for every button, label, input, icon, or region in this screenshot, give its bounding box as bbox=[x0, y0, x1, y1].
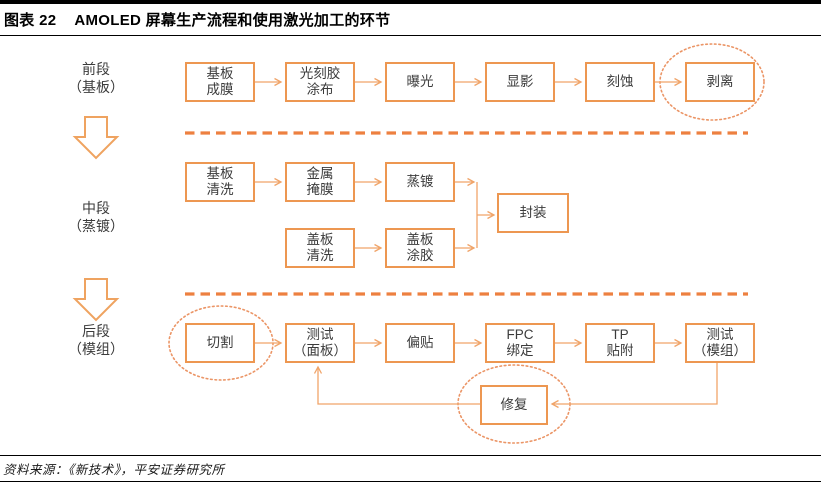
footer-top-rule bbox=[0, 455, 821, 456]
figure-title-text: AMOLED 屏幕生产流程和使用激光加工的环节 bbox=[74, 12, 391, 29]
figure-number-label: 图表 22 bbox=[4, 12, 57, 29]
node-polarizer-attach: 偏贴 bbox=[385, 323, 455, 363]
node-metal-mask: 金属 掩膜 bbox=[285, 162, 355, 202]
node-substrate-film-deposition: 基板 成膜 bbox=[185, 62, 255, 102]
stage-label-back: 后段 （模组） bbox=[68, 323, 124, 357]
repair-feedback-arrows bbox=[313, 363, 718, 409]
node-cover-cleaning: 盖板 清洗 bbox=[285, 228, 355, 268]
node-cover-gluing: 盖板 涂胶 bbox=[385, 228, 455, 268]
footer-bottom-rule bbox=[0, 481, 821, 482]
figure-title: 图表 22 AMOLED 屏幕生产流程和使用激光加工的环节 bbox=[4, 9, 390, 30]
node-fpc-bonding: FPC 绑定 bbox=[485, 323, 555, 363]
node-evaporation: 蒸镀 bbox=[385, 162, 455, 202]
stage-label-front: 前段 （基板） bbox=[68, 61, 124, 95]
middle-row-arrows bbox=[255, 177, 496, 253]
node-etching: 刻蚀 bbox=[585, 62, 655, 102]
node-cutting: 切割 bbox=[185, 323, 255, 363]
node-tp-attach: TP 贴附 bbox=[585, 323, 655, 363]
node-module-test: 测试 （模组） bbox=[685, 323, 755, 363]
node-encapsulation: 封装 bbox=[497, 193, 569, 233]
figure-top-rule bbox=[0, 0, 821, 4]
source-note: 资料来源：《新技术》，平安证券研究所 bbox=[3, 463, 225, 477]
node-photoresist-coating: 光刻胶 涂布 bbox=[285, 62, 355, 102]
node-exposure: 曝光 bbox=[385, 62, 455, 102]
stage-label-middle: 中段 （蒸镀） bbox=[68, 200, 124, 234]
node-panel-test: 测试 （面板） bbox=[285, 323, 355, 363]
node-substrate-cleaning: 基板 清洗 bbox=[185, 162, 255, 202]
node-repair: 修复 bbox=[480, 385, 548, 425]
stage-down-arrow-front-to-middle bbox=[72, 116, 120, 160]
figure-title-rule bbox=[0, 35, 821, 36]
stage-down-arrow-middle-to-back bbox=[72, 278, 120, 322]
node-development: 显影 bbox=[485, 62, 555, 102]
node-lift-off: 剥离 bbox=[685, 62, 755, 102]
